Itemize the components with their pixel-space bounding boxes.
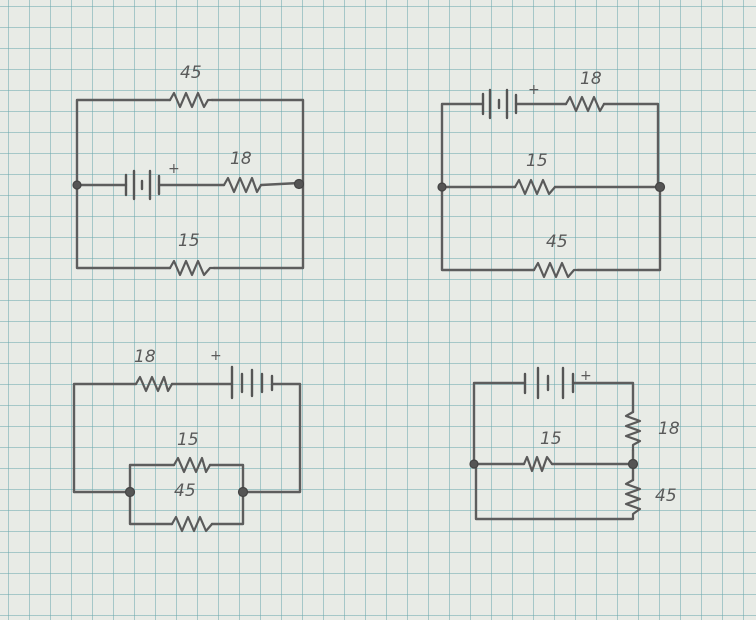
circuit-3-battery-plus: + xyxy=(210,348,222,364)
circuit-3-label-parallel-bottom: 45 xyxy=(174,481,196,501)
circuit-4-resistor-upper xyxy=(624,410,642,452)
circuit-4-battery-plus: + xyxy=(580,368,592,384)
circuit-3-resistor-parallel-bottom xyxy=(170,515,214,533)
circuit-4: 18 15 45 + xyxy=(469,366,680,521)
circuit-3-label-series: 18 xyxy=(134,347,156,367)
circuit-2-battery-plus: + xyxy=(528,82,540,98)
circuit-4-wires xyxy=(472,381,635,521)
circuit-2-label-top: 18 xyxy=(580,69,602,89)
circuit-4-resistor-middle xyxy=(522,455,554,473)
circuit-2-wires xyxy=(440,102,662,272)
circuit-3-battery xyxy=(230,365,274,400)
circuit-1-label-top: 45 xyxy=(180,63,202,83)
circuit-3-resistor-parallel-top xyxy=(172,456,212,474)
circuit-2-resistor-top xyxy=(564,95,606,113)
circuit-4-battery xyxy=(523,366,575,400)
circuit-4-label-middle: 15 xyxy=(540,429,562,449)
circuit-2-label-middle: 15 xyxy=(526,151,548,171)
circuit-1-label-middle: 18 xyxy=(230,149,252,169)
circuit-2-label-bottom: 45 xyxy=(546,232,568,252)
circuit-3-label-parallel-top: 15 xyxy=(177,430,199,450)
circuit-2: 18 15 45 + xyxy=(437,69,666,279)
circuit-1-battery-plus: + xyxy=(168,161,180,177)
circuit-4-junction-left xyxy=(469,459,479,469)
circuit-3: 18 15 45 + xyxy=(72,347,302,533)
circuit-3-junction-left xyxy=(124,486,136,498)
circuit-1: 45 18 15 + xyxy=(72,63,305,277)
circuit-2-resistor-middle xyxy=(513,178,557,196)
circuit-3-resistor-series xyxy=(134,375,174,393)
circuit-1-resistor-bottom xyxy=(168,259,216,277)
circuit-1-battery xyxy=(124,169,161,201)
circuit-2-junction-right xyxy=(654,181,666,193)
circuit-1-resistor-middle xyxy=(222,176,263,194)
circuit-1-junction-right xyxy=(293,178,305,190)
circuit-2-junction-left xyxy=(437,182,447,192)
circuit-2-battery xyxy=(481,88,518,120)
circuit-4-label-lower: 45 xyxy=(655,486,677,506)
circuit-1-wires xyxy=(75,98,305,270)
circuit-1-resistor-top xyxy=(168,91,214,109)
circuit-4-junction-right xyxy=(627,458,639,470)
circuit-4-resistor-lower xyxy=(624,478,642,520)
circuit-2-resistor-bottom xyxy=(532,261,580,279)
circuit-1-junction-left xyxy=(72,180,82,190)
circuit-4-label-upper: 18 xyxy=(658,419,680,439)
circuit-1-label-bottom: 15 xyxy=(178,231,200,251)
circuit-3-wires xyxy=(72,382,302,526)
circuit-3-junction-right xyxy=(237,486,249,498)
